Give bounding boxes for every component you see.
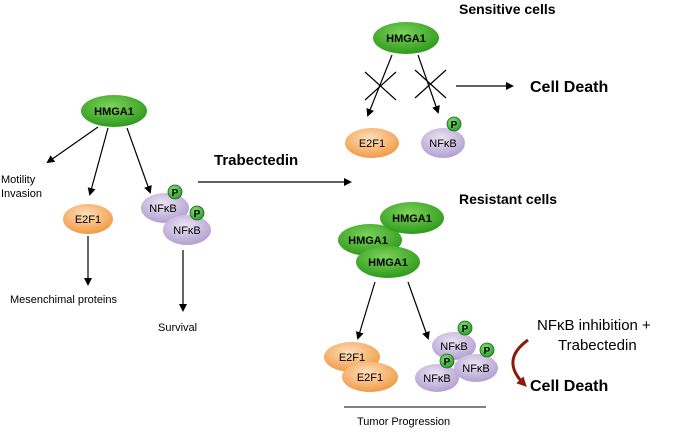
mesenchimal-label: Mesenchimal proteins xyxy=(10,294,117,306)
phospho-p-icon xyxy=(446,116,462,132)
e2f1-label-resistant-2: E2F1 xyxy=(357,372,383,384)
hmga1-label-resistant-2: HMGA1 xyxy=(392,213,432,225)
trabectedin-label: Trabectedin xyxy=(214,152,298,169)
hmga1-node-left xyxy=(81,95,147,127)
sensitive-cells-title: Sensitive cells xyxy=(459,1,556,17)
arrow-hmga1-to-motility xyxy=(46,126,99,164)
phospho-p-label: P xyxy=(444,357,451,368)
cell-death-bottom-label: Cell Death xyxy=(530,378,608,395)
hmga1-label-resistant-3: HMGA1 xyxy=(368,257,408,269)
nfkb-node-sensitive xyxy=(421,128,465,158)
hmga1-node-resistant-3 xyxy=(356,246,420,278)
arrow-hmga1-to-e2f1-resistant xyxy=(355,281,376,340)
nfkb-label-resistant-3: NFκB xyxy=(423,373,451,385)
hmga1-label-resistant-1: HMGA1 xyxy=(348,235,388,247)
e2f1-label-resistant-1: E2F1 xyxy=(339,352,365,364)
hmga1-label-sensitive: HMGA1 xyxy=(386,33,426,45)
phospho-p-label: P xyxy=(462,324,469,335)
hmga1-node-resistant-2 xyxy=(380,202,444,234)
tumor-progression-label: Tumor Progression xyxy=(357,416,450,428)
left-panel: HMGA1 Motility Invasion E2F1 Mesenchimal… xyxy=(1,95,211,334)
nfkb-label-resistant-2: NFκB xyxy=(462,363,490,375)
resistant-cells-title: Resistant cells xyxy=(459,191,557,207)
nfkb-node-left-2 xyxy=(163,215,211,245)
nfkb-node-resistant-2 xyxy=(454,354,498,382)
nfkb-label-resistant-1: NFκB xyxy=(440,341,468,353)
e2f1-node-left xyxy=(63,204,113,234)
phospho-p-icon xyxy=(167,184,183,200)
phospho-p-icon xyxy=(189,205,205,221)
hmga1-label-left: HMGA1 xyxy=(94,106,134,118)
phospho-p-label: P xyxy=(172,188,179,199)
arrow-hmga1-to-nfkb-blocked xyxy=(417,54,440,114)
nfkb-inhibition-line2: Trabectedin xyxy=(558,337,637,354)
cell-death-top-label: Cell Death xyxy=(530,79,608,96)
block-x-icon xyxy=(414,69,447,99)
sensitive-panel: Sensitive cells HMGA1 Cell Death E2F1 NF… xyxy=(345,1,608,158)
e2f1-node-sensitive xyxy=(345,128,399,158)
phospho-p-label: P xyxy=(484,346,491,357)
nfkb-inhibition-line1: NFκB inhibition + xyxy=(537,317,651,334)
e2f1-node-resistant-2 xyxy=(342,362,398,392)
arrow-hmga1-to-nfkb-resistant xyxy=(407,281,430,340)
phospho-p-icon xyxy=(479,342,495,358)
invasion-label: Invasion xyxy=(1,188,42,200)
phospho-p-label: P xyxy=(451,120,458,131)
e2f1-label-left: E2F1 xyxy=(75,214,101,226)
nfkb-label-left-1: NFκB xyxy=(149,203,177,215)
nfkb-node-left-1 xyxy=(141,193,189,223)
nfkb-label-sensitive: NFκB xyxy=(429,138,457,150)
treatment-arrow-group: Trabectedin xyxy=(198,152,352,186)
arrow-hmga1-to-e2f1 xyxy=(87,127,109,196)
arrow-hmga1-to-nfkb xyxy=(126,127,152,194)
nfkb-label-left-2: NFκB xyxy=(173,225,201,237)
survival-label: Survival xyxy=(158,322,197,334)
block-x-icon xyxy=(364,71,397,101)
nfkb-node-resistant-1 xyxy=(432,332,476,360)
phospho-p-label: P xyxy=(194,209,201,220)
nfkb-node-resistant-3 xyxy=(415,364,459,392)
hmga1-node-sensitive xyxy=(373,22,439,54)
phospho-p-icon xyxy=(457,320,473,336)
motility-label: Motility xyxy=(1,174,36,186)
phospho-p-icon xyxy=(439,353,455,369)
curved-arrow-to-cell-death xyxy=(511,338,529,387)
e2f1-label-sensitive: E2F1 xyxy=(359,138,385,150)
resistant-panel: Resistant cells HMGA1 HMGA1 HMGA1 E2F1 E… xyxy=(324,191,651,428)
